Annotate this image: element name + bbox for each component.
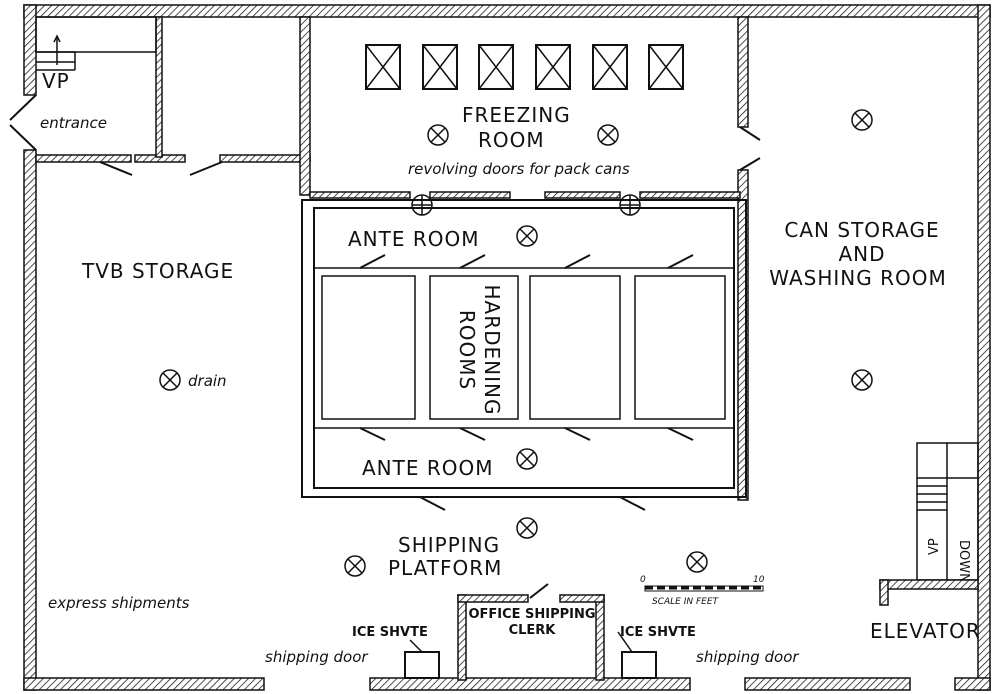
- freezer-crate-icon: [478, 44, 514, 90]
- shipping-platform-0-label: SHIPPING: [398, 533, 500, 557]
- freezer-crate-icon: [422, 44, 458, 90]
- drain-icon: [686, 551, 708, 573]
- freezer-crate-icon: [535, 44, 571, 90]
- hardening-rooms-1-label: ROOMS: [455, 310, 479, 390]
- scale-end-label: 10: [753, 575, 765, 585]
- drain-icon: [516, 225, 538, 247]
- title-rooms-shipping-door-left-label: shipping door: [265, 648, 368, 666]
- can-storage-0-label: CAN STORAGE: [784, 218, 939, 242]
- up-label: VP: [42, 69, 70, 93]
- title-rooms-ante-room-top-label: ANTE ROOM: [348, 227, 480, 251]
- drain-icon: [516, 448, 538, 470]
- interior-walls: [9, 16, 761, 501]
- hardening-rooms-0-label: HARDENING: [480, 285, 504, 416]
- shipping-platform-1-label: PLATFORM: [388, 556, 502, 580]
- outer-walls: [23, 4, 991, 691]
- scale-start-label: 0: [640, 575, 646, 585]
- title-rooms-up-right-label: VP: [927, 538, 942, 555]
- title-rooms-down-right-label: DOWN: [956, 540, 971, 583]
- title-rooms-ante-room-bottom-label: ANTE ROOM: [362, 456, 494, 480]
- drain-icon: [344, 555, 366, 577]
- office-1-label: CLERK: [509, 623, 557, 638]
- title-rooms-express-shipments-label: express shipments: [48, 594, 190, 612]
- stairs-elevator: VP DOWN ELEVATOR: [870, 442, 981, 643]
- freezer-crate-icon: [648, 44, 684, 90]
- title-rooms-ice-shute-right-label: ICE SHVTE: [620, 625, 696, 640]
- freezer-crate-icon: [592, 44, 628, 90]
- office-0-label: OFFICE SHIPPING: [468, 607, 595, 622]
- entrance-label: entrance: [40, 114, 107, 132]
- drain-icon: [851, 109, 873, 131]
- freezer-crate-icon: [365, 44, 401, 90]
- scale-label-label: SCALE IN FEET: [652, 597, 720, 607]
- can-storage-1-label: AND: [838, 242, 885, 266]
- office: OFFICE SHIPPING CLERK: [457, 583, 605, 681]
- title-rooms-shipping-door-right-label: shipping door: [696, 648, 799, 666]
- drain-icon: [159, 369, 181, 391]
- freezing-room: FREEZING ROOM revolving doors for pack c…: [365, 44, 684, 216]
- can-storage-2-label: WASHING ROOM: [769, 266, 946, 290]
- scale-bar: 0 10 SCALE IN FEET: [640, 575, 765, 607]
- revolving-doors-label: revolving doors for pack cans: [408, 160, 630, 178]
- title-rooms-drain-label: drain: [188, 372, 227, 390]
- drain-icon: [516, 517, 538, 539]
- drain-icon: [597, 124, 619, 146]
- drain-icon: [427, 124, 449, 146]
- freezing-room-1-label: ROOM: [478, 128, 545, 152]
- tub-storage-label: TVB STORAGE: [81, 259, 234, 283]
- drain-icon: [851, 369, 873, 391]
- title-rooms-elevator-label: ELEVATOR: [870, 619, 981, 643]
- hardening-block: ANTE ROOM HARDENING ROOMS ANTE ROOM: [301, 199, 747, 511]
- freezing-room-0-label: FREEZING: [462, 103, 571, 127]
- stairs-top-left: VP entrance: [35, 16, 157, 132]
- title-rooms-ice-shute-left-label: ICE SHVTE: [352, 625, 428, 640]
